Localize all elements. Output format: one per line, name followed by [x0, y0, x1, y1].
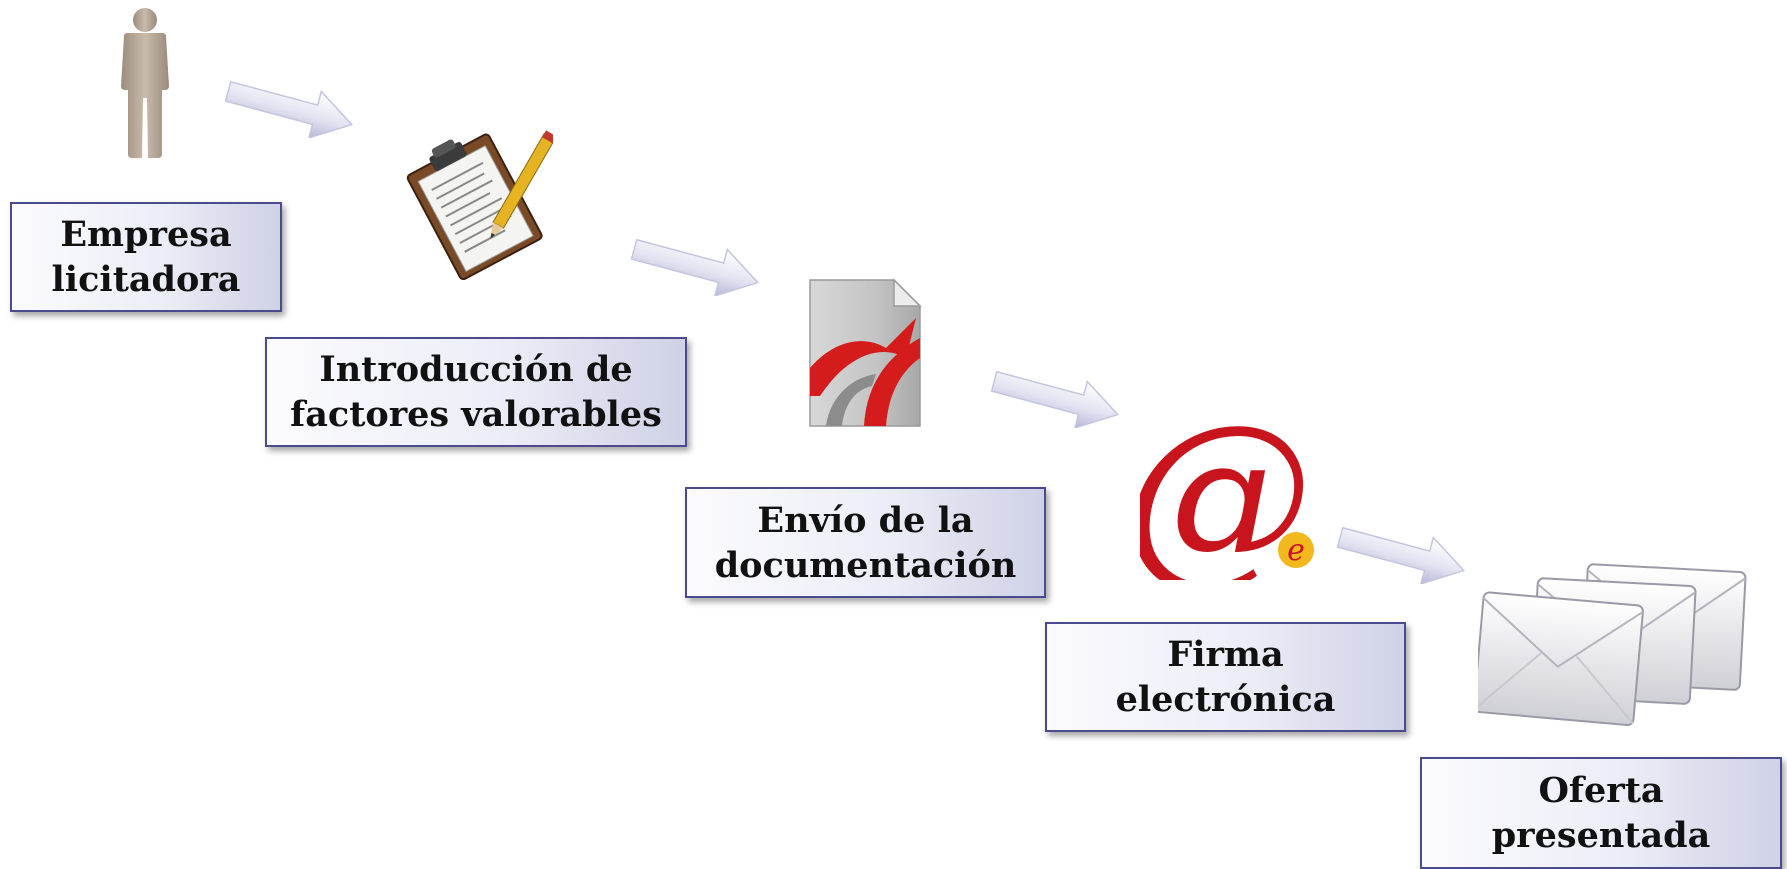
- pdf-document-icon: [809, 278, 922, 427]
- step-line-2: factores valorables: [290, 394, 662, 435]
- person-icon: [121, 8, 169, 158]
- step-line-1: Oferta: [1538, 770, 1664, 811]
- step-line-1: Introducción de: [319, 349, 633, 390]
- step-box-oferta-presentada: Oferta presentada: [1420, 757, 1782, 869]
- step-box-firma-electronica: Firma electrónica: [1045, 622, 1406, 732]
- step-line-2: documentación: [714, 544, 1017, 586]
- step-line-1: Empresa: [60, 214, 232, 255]
- arrow-right-icon: [990, 370, 1120, 428]
- step-line-1: Firma: [1167, 634, 1284, 675]
- envelopes-icon: [1478, 563, 1747, 726]
- arrow-right-icon: [224, 80, 354, 138]
- svg-text:e: e: [1287, 533, 1305, 568]
- at-sign-icon: @ e: [1140, 420, 1314, 580]
- step-box-envio-documentacion: Envío de la documentación: [685, 487, 1046, 598]
- clipboard-icon: [406, 130, 553, 280]
- step-line-2: electrónica: [1115, 679, 1336, 720]
- step-line-2: presentada: [1491, 815, 1711, 856]
- step-line-2: licitadora: [51, 259, 241, 300]
- step-box-introduccion-factores: Introducción de factores valorables: [265, 337, 687, 447]
- step-box-empresa-licitadora: Empresa licitadora: [10, 202, 282, 312]
- step-line-1: Envío de la: [757, 499, 974, 541]
- arrow-right-icon: [1336, 526, 1466, 584]
- arrow-right-icon: [630, 238, 760, 296]
